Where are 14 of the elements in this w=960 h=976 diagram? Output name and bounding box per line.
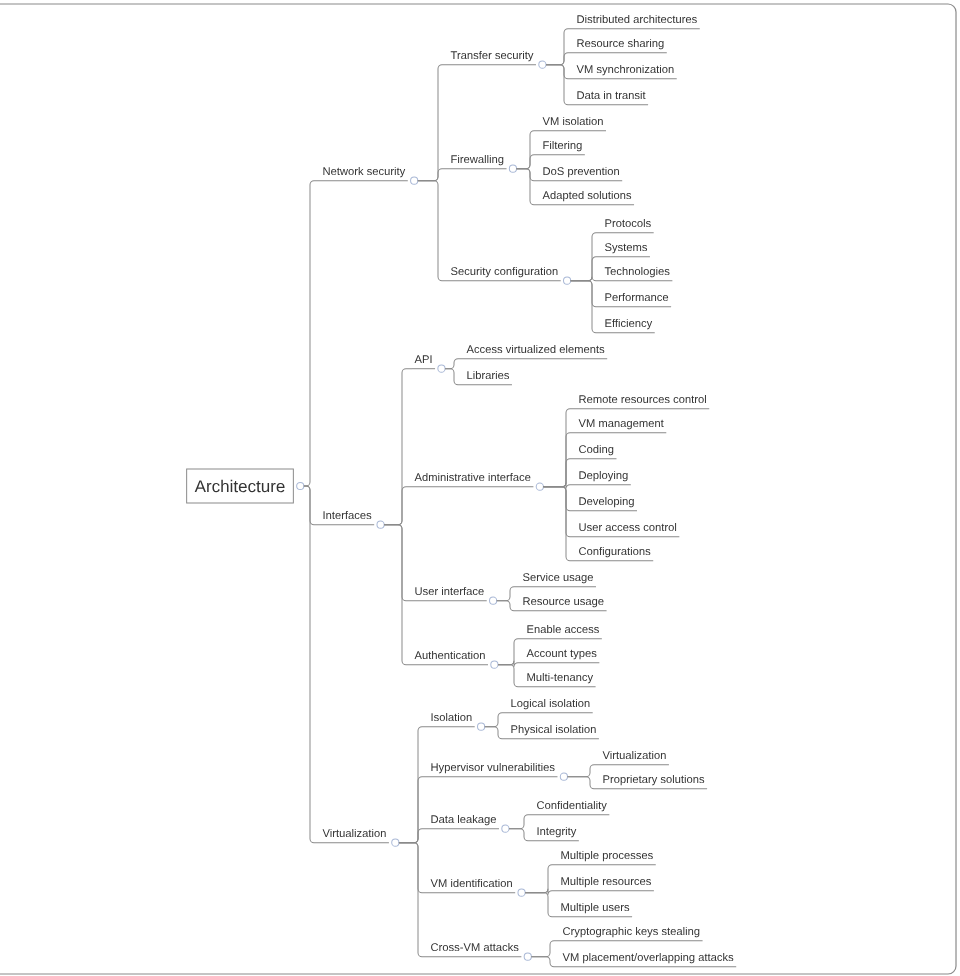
connector [398,842,429,958]
connector [508,828,535,842]
root-box: Architecture [186,468,305,504]
connector [524,892,559,918]
connector [484,726,509,740]
connector [567,776,601,790]
connector [516,168,541,206]
connector [496,600,521,612]
connector [497,664,525,688]
connector [530,956,561,968]
connector [444,368,465,386]
connector [542,486,577,562]
connector [545,64,575,106]
connector [570,280,603,334]
